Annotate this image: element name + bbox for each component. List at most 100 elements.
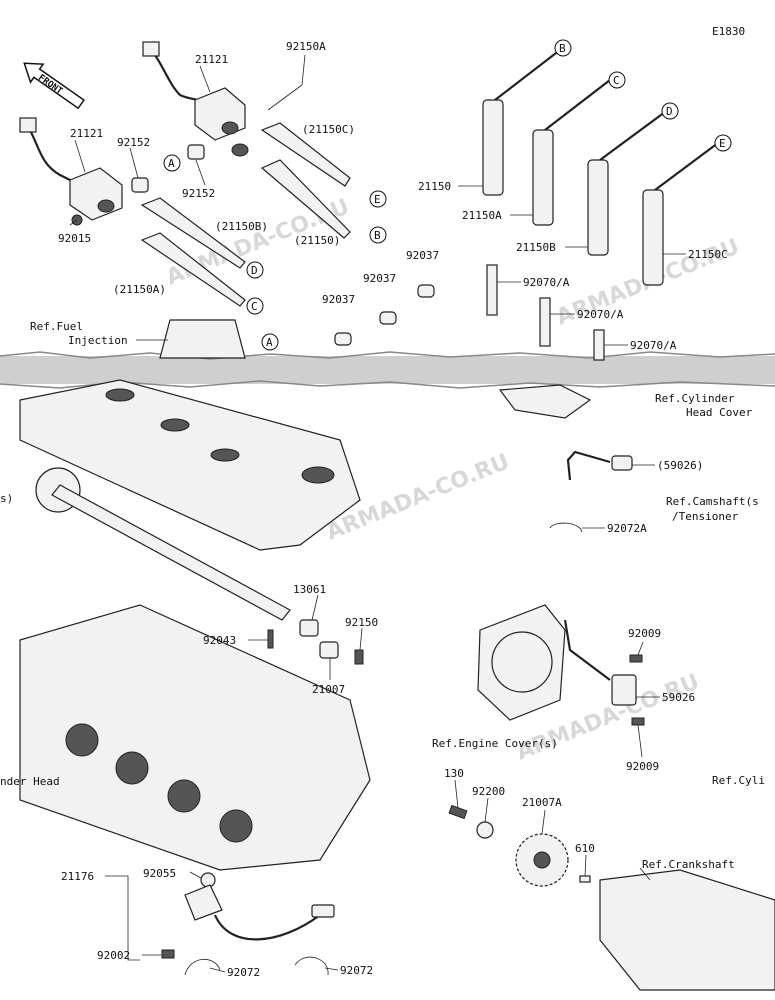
coil-lower-body [69,167,123,221]
bolt-130 [448,804,468,820]
leader-92150 [359,627,363,651]
label-59026-paren: (59026) [657,459,703,472]
front-arrow: FRONT [23,62,85,110]
coil-lower-boot [97,199,115,213]
reference-labels: Ref.Fuel Injection Ref.Cylinder Head Cov… [0,320,765,871]
sensor-21176-wire [213,914,321,941]
marker-a-coil-label: A [168,157,175,170]
crankshaft-body [599,869,775,991]
marker-b-top-label: B [559,42,566,55]
label-92070a-1: 92070/A [523,276,570,289]
cap-13061 [299,619,319,637]
spark-plug-2 [539,297,551,347]
leader-130 [454,779,459,809]
clamp-92037-a [417,284,435,298]
cap-21150 [482,99,504,196]
marker-c-coil [246,297,264,315]
label-610: 610 [575,842,595,855]
washer-92200 [476,821,494,839]
scan-band-edge-top [0,351,775,360]
cap-21150b-paren [140,197,246,269]
coil-upper-boot [221,121,239,135]
scan-band [0,356,775,384]
diagram-code: E1830 [712,25,745,38]
marker-c-top [608,71,626,89]
sensor-21176 [184,884,223,921]
cap-21150a-lead [544,79,611,131]
label-21150c-paren: (21150C) [302,123,355,136]
label-59026: 59026 [662,691,695,704]
label-92043: 92043 [203,634,236,647]
sensor-59026 [611,674,637,706]
label-92002: 92002 [97,949,130,962]
cover-hole-1 [105,388,135,402]
marker-d-coil-label: D [251,264,258,277]
o-ring-92055 [200,872,216,888]
marker-b-coil-label: B [374,229,381,242]
head-cover-bracket [498,384,592,419]
leader-92200 [484,797,489,823]
leader-21121-b [74,139,86,173]
label-21150b: 21150B [516,241,556,254]
label-21150-paren: (21150) [294,234,340,247]
leader-21121-a [199,65,211,93]
leader-21176 [105,875,140,961]
label-21150b-paren: (21150B) [215,220,268,233]
bolt-92150a [267,84,303,111]
label-92152-b: 92152 [182,187,215,200]
label-92072a: 92072A [607,522,647,535]
ref-cylinder-head-cover-line2: Head Cover [686,406,753,419]
marker-a-bracket [261,333,279,351]
coil-upper-connector [142,41,160,57]
label-92037-b: 92037 [363,272,396,285]
grommet-92152-lower [131,177,149,193]
head-cover-body [19,379,361,551]
cap-21150-lead [494,49,561,101]
leader-92150a [301,54,306,86]
plug-caps-left [140,122,351,307]
marker-d-top [661,102,679,120]
marker-e-coil-label: E [374,193,381,206]
ref-cylinder-head: nder Head [0,775,60,788]
label-21121-a: 21121 [195,53,228,66]
sensor-wire-upper [566,450,611,481]
label-92072-a: 92072 [227,966,260,979]
leader-92015 [69,219,78,226]
label-92009-b: 92009 [626,760,659,773]
marker-c-coil-label: C [251,300,258,313]
key-610 [579,875,591,883]
sensor-21176-connector [311,904,335,918]
leader-92072-a [209,967,226,973]
coil-upper-body [194,87,246,141]
marker-d-top-label: D [666,105,673,118]
marker-a-coil [163,154,181,172]
label-92150a: 92150A [286,40,326,53]
cap-21007 [319,641,339,659]
cover-hole-2 [160,418,190,432]
head-port-3 [167,779,201,813]
marker-d-coil [246,261,264,279]
cover-hole-4 [301,466,335,484]
coil-upper-boot-2 [231,143,249,157]
cap-21150c-lead [654,142,719,191]
marker-e-coil [369,190,387,208]
label-21176: 21176 [61,870,94,883]
marker-e-top [714,134,732,152]
cap-21150a-paren [140,232,246,307]
leader-92072-b [324,967,339,971]
label-13061: 13061 [293,583,326,596]
cap-21150b [587,159,609,256]
screw-92009-a [629,654,643,663]
cap-21150b-lead [599,111,666,161]
leader-crankshaft [639,867,651,881]
cam-shaft [51,484,291,621]
head-port-2 [115,751,149,785]
head-port-4 [219,809,253,843]
spark-plug-3 [593,329,605,361]
label-92055: 92055 [143,867,176,880]
ref-left-edge: s) [0,492,13,505]
clip-92072-b [294,956,329,976]
leader-92009-b [637,724,643,758]
label-21150a-paren: (21150A) [113,283,166,296]
label-21007a: 21007A [522,796,562,809]
